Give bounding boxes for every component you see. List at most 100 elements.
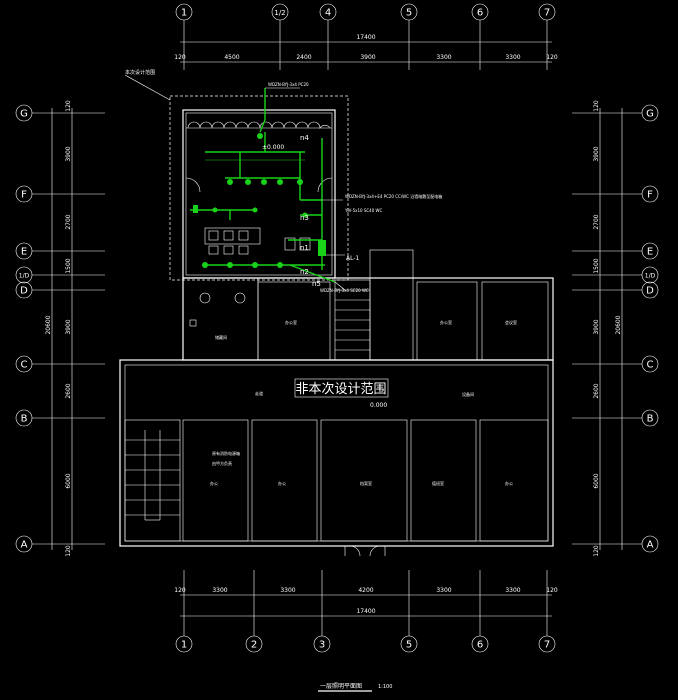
dim-bottom-seg-5: 3300 — [505, 587, 520, 594]
bottom-axis-row: 1 2 3 5 6 7 — [175, 635, 556, 653]
stair-note-2: 由甲方负责 — [212, 460, 232, 466]
panel-label: AL-1 — [346, 255, 360, 262]
dim-top-total: 17400 — [356, 34, 375, 41]
axis-label-bottom-5: 6 — [477, 640, 483, 651]
axis-label-left-B: B — [21, 414, 28, 425]
axis-label-right-E: E — [647, 247, 653, 258]
dim-top-seg-6: 120 — [546, 54, 558, 61]
axis-label-left-D: D — [20, 286, 28, 297]
circuit-n5: n5 — [312, 280, 321, 288]
dim-top-seg-0: 120 — [174, 54, 186, 61]
room-outline — [182, 419, 249, 542]
lamp-icon — [277, 179, 283, 185]
stair-left — [124, 419, 181, 542]
axis-label-left-G: G — [20, 109, 28, 120]
lamp-icon — [252, 262, 258, 268]
note-cable-1: WDZN-BYJ-3x4+E4 PC20 CC/WC 沿墙暗敷至配电箱 — [345, 193, 442, 199]
middle-block — [182, 249, 554, 361]
lamp-icon — [245, 179, 251, 185]
dim-bottom-seg-2: 3300 — [280, 587, 295, 594]
note-design-scope: 本次设计范围 — [125, 69, 155, 76]
circuit-n1: n1 — [300, 244, 309, 252]
axis-label-top-5: 6 — [477, 8, 483, 19]
note-top-feed: WDZN-BYJ-3x4 PC20 — [268, 82, 309, 87]
dim-right-seg-1: 3900 — [593, 146, 600, 161]
drawing-title: 一层照明平面图 1:100 — [318, 683, 392, 692]
axis-label-top-1: 1 — [181, 8, 187, 19]
axis-label-bottom-1: 1 — [181, 640, 187, 651]
dim-left-seg-3: 1500 — [65, 258, 72, 273]
axis-label-left-F: F — [21, 190, 27, 201]
axis-label-right-B: B — [647, 414, 654, 425]
lamp-icon — [212, 207, 218, 213]
dim-top-seg-4: 3300 — [436, 54, 451, 61]
axis-label-left-A: A — [21, 540, 28, 551]
dim-left-seg-5: 2600 — [65, 383, 72, 398]
dim-right-total: 20600 — [615, 315, 622, 334]
axis-label-right-F: F — [647, 190, 653, 201]
right-axis-column: G F E 1/D D C B A 20600 120 3900 2700 15… — [572, 100, 659, 557]
axis-label-bottom-6: 7 — [544, 640, 550, 651]
axis-label-top-2: 1/2 — [274, 9, 285, 17]
room-label-store: 储藏间 — [215, 334, 227, 340]
lamp-icon — [227, 179, 233, 185]
outside-scope-elevation: 0.000 — [370, 402, 387, 409]
dim-bottom-seg-4: 3300 — [436, 587, 451, 594]
axis-label-left-E: E — [21, 247, 27, 258]
room-label-office-b: 办公室 — [440, 319, 452, 325]
outside-scope-banner: 非本次设计范围 0.000 — [294, 378, 389, 409]
dim-top-seg-3: 3900 — [360, 54, 375, 61]
dim-top-seg-1: 4500 — [224, 54, 239, 61]
axis-label-top-3: 4 — [325, 8, 331, 19]
dim-left-seg-0: 120 — [65, 100, 72, 112]
axis-label-right-1D: 1/D — [645, 273, 656, 280]
lighting-circuits — [124, 74, 346, 291]
dim-bottom-seg-0: 120 — [174, 587, 186, 594]
dim-left-total: 20600 — [45, 315, 52, 334]
lamp-icon — [261, 179, 267, 185]
outside-scope-label: 非本次设计范围 — [295, 381, 386, 397]
lamp-icon — [277, 262, 283, 268]
dim-right-seg-3: 1500 — [593, 258, 600, 273]
stair-note-1: 原有消防电源箱 — [212, 450, 240, 456]
bottom-dimensions: 120 3300 3300 4200 3300 3300 120 17400 — [174, 570, 558, 636]
dim-bottom-total: 17400 — [356, 608, 375, 615]
axis-label-right-C: C — [647, 360, 654, 371]
top-axis-row: 1 1/2 4 5 6 7 — [175, 3, 556, 70]
room-label-1: 办公 — [210, 480, 218, 486]
dim-left-seg-6: 6000 — [65, 473, 72, 488]
room-label-office-a: 办公室 — [285, 319, 297, 325]
top-dimensions: 17400 120 4500 2400 3900 3300 3300 120 — [174, 34, 558, 63]
axis-label-bottom-4: 5 — [406, 640, 412, 651]
title-scale: 1:100 — [378, 684, 392, 690]
design-scope-walls — [182, 109, 336, 279]
lamp-icon — [302, 212, 308, 218]
left-axis-column: G F E 1/D D C B A 20600 120 3900 2700 15… — [15, 100, 105, 557]
axis-label-right-G: G — [646, 109, 654, 120]
dim-left-seg-4: 3900 — [65, 319, 72, 334]
dim-bottom-seg-3: 4200 — [358, 587, 373, 594]
dim-right-seg-4: 3900 — [593, 319, 600, 334]
note-cable-3: WDZN-BYJ-3x4 SC20 WC — [320, 288, 369, 293]
distribution-panel-icon — [318, 240, 326, 256]
switch-icon — [193, 205, 198, 213]
note-cable-2: YJV-5x10 SC40 WC — [344, 208, 382, 213]
circuit-n2: n2 — [300, 268, 309, 276]
design-scope-area: 本次设计范围 WDZN-BYJ-3x4 PC20 ±0.000 WDZN-BYJ… — [124, 69, 442, 293]
room-label-2: 办公 — [278, 480, 286, 486]
outside-scope-box — [294, 378, 389, 398]
dim-right-seg-0: 120 — [593, 100, 600, 112]
lamp-icon — [252, 207, 258, 213]
dim-left-seg-2: 2700 — [65, 214, 72, 229]
room-label-6: 设备间 — [462, 391, 474, 397]
axis-label-top-4: 5 — [406, 8, 412, 19]
axis-label-left-C: C — [21, 360, 28, 371]
axis-label-right-A: A — [647, 540, 654, 551]
dim-right-seg-6: 6000 — [593, 473, 600, 488]
dim-left-seg-1: 3900 — [65, 146, 72, 161]
axis-label-right-D: D — [646, 286, 654, 297]
note-elevation-upper: ±0.000 — [262, 144, 284, 151]
dim-right-seg-5: 2600 — [593, 383, 600, 398]
room-label-4: 值班室 — [432, 480, 444, 486]
